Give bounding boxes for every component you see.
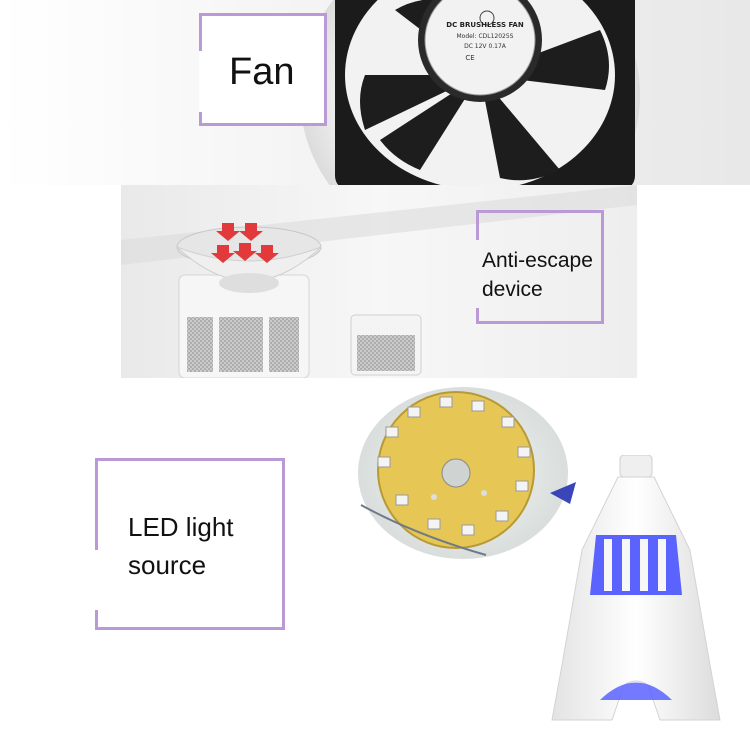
airflow-arrows	[211, 223, 279, 263]
fan-sticker: DC BRUSHLESS FAN Model: CDL12025S DC 12V…	[446, 21, 524, 62]
anti-escape-label: Anti-escape device	[482, 246, 593, 304]
led-callout-frame	[95, 458, 285, 630]
fan-callout-frame: Fan	[199, 13, 327, 126]
mosquito-lamp-image	[551, 455, 721, 721]
pointer-arrow-icon	[550, 482, 576, 504]
fan-image	[0, 0, 750, 185]
fan-label: Fan	[229, 51, 295, 93]
anti-escape-image	[121, 185, 637, 378]
anti-escape-callout-frame	[476, 210, 604, 324]
fan-sticker-line2: Model: CDL12025S	[457, 33, 514, 40]
fan-photo: DC BRUSHLESS FAN Model: CDL12025S DC 12V…	[0, 0, 750, 185]
led-board-image	[358, 387, 568, 559]
anti-escape-label-line1: Anti-escape	[482, 249, 593, 272]
led-label-line2: source	[128, 550, 207, 580]
fan-sticker-line4: CE	[465, 54, 474, 62]
anti-escape-label-line2: device	[482, 278, 543, 301]
fan-sticker-line1: DC BRUSHLESS FAN	[446, 21, 524, 29]
fan-sticker-line3: DC 12V 0.17A	[464, 43, 507, 50]
anti-escape-photo	[121, 185, 637, 378]
led-label-line1: LED light	[128, 512, 234, 542]
led-label: LED light source	[128, 508, 234, 584]
